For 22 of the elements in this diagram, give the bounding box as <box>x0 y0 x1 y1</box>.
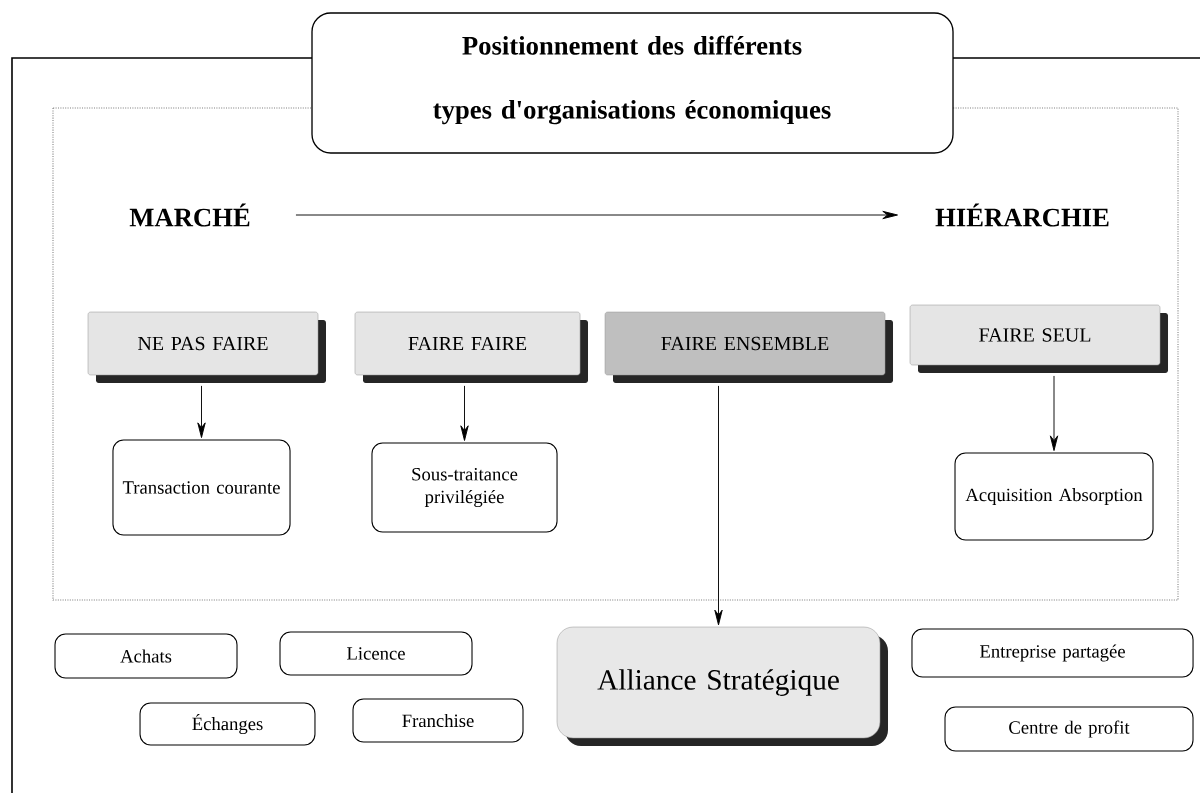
title: Positionnement des différents types d'organisations économiques <box>433 35 831 125</box>
rounded-box: Centre de profit <box>944 706 1194 752</box>
rounded-box: Sous-traitance privilégiée <box>371 442 558 533</box>
arrow <box>1049 375 1059 452</box>
rounded-box: Échanges <box>139 702 316 746</box>
arrow <box>714 385 723 626</box>
category-box: FAIRE ENSEMBLE <box>604 311 893 383</box>
axis-label: HIÉRARCHIE <box>935 203 1109 227</box>
rounded-box: Entreprise partagée <box>911 628 1194 678</box>
category-box: FAIRE SEUL <box>909 304 1168 373</box>
rounded-box: Acquisition Absorption <box>954 452 1154 541</box>
arrow <box>460 385 469 441</box>
rounded-box: Achats <box>54 633 238 679</box>
arrow <box>295 210 898 220</box>
highlight-box: Alliance Stratégique <box>556 626 888 746</box>
rounded-box: Licence <box>279 631 473 676</box>
category-box: NE PAS FAIRE <box>87 311 326 383</box>
category-box: FAIRE FAIRE <box>354 311 588 383</box>
rounded-box: Transaction courante <box>112 439 291 536</box>
axis-label: MARCHÉ <box>129 203 250 227</box>
rounded-box: Franchise <box>352 698 524 743</box>
arrow <box>197 385 206 439</box>
